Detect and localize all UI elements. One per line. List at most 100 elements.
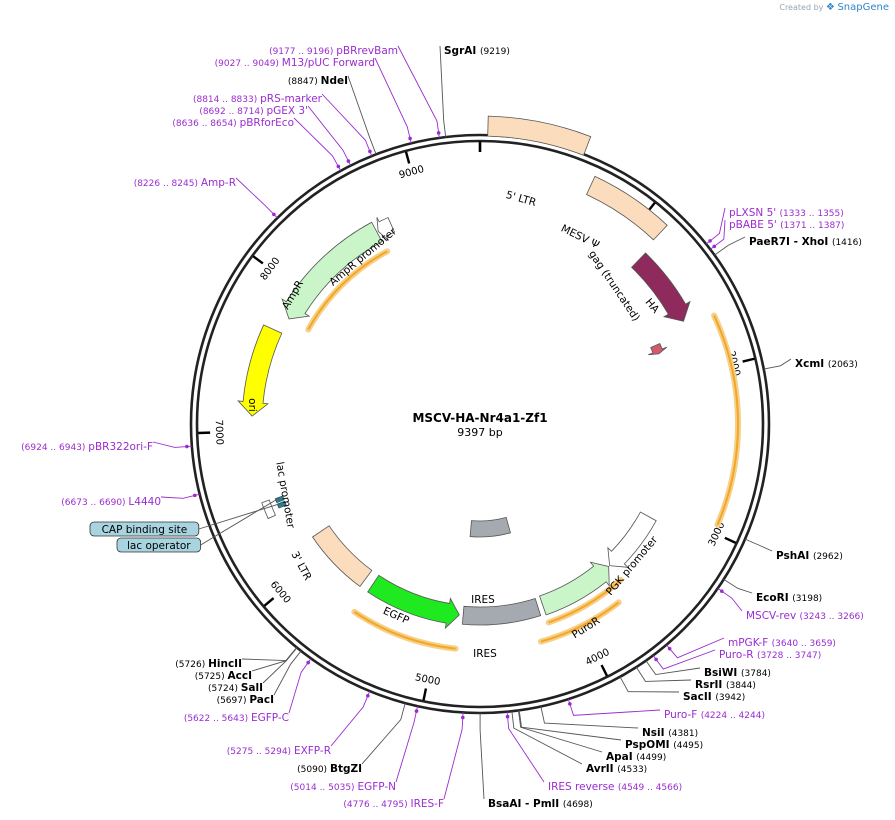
enzyme-label-sali[interactable]: (5724) SalI: [208, 682, 263, 694]
primer-name-puro-f: Puro-F: [664, 709, 701, 721]
primer-mark-mpgk-f: [667, 646, 672, 651]
enzyme-coord-hincii: (5726): [175, 660, 208, 670]
primer-leader-mpgk-f: [666, 637, 725, 659]
enzyme-name-pspomi: PspOMI: [625, 739, 673, 751]
primer-label-pbrforeco[interactable]: (8636 .. 8654) pBRforEco: [172, 117, 294, 129]
feature-ha-3[interactable]: [648, 343, 668, 356]
primer-mark-pgex-3: [346, 159, 351, 163]
feature-ampr-promoter-13[interactable]: [376, 217, 396, 241]
enzyme-label-bsiwi[interactable]: BsiWI (3784): [704, 667, 771, 679]
enzyme-leader-xcmi: [763, 358, 792, 370]
primer-label-egfp-c[interactable]: (5622 .. 5643) EGFP-C: [184, 712, 289, 724]
primer-leader-puro-f: [567, 699, 661, 716]
primer-name-amp-r: Amp-R: [201, 177, 236, 189]
primer-name-pbabe-5: pBABE 5': [729, 219, 780, 231]
enzyme-label-xcmi[interactable]: XcmI (2063): [795, 358, 858, 370]
primer-leader-ires-reverse: [506, 711, 545, 783]
primer-coord-mpgk-f: (3640 .. 3659): [772, 639, 836, 649]
primer-label-amp-r[interactable]: (8226 .. 8245) Amp-R: [134, 177, 236, 189]
primer-coord-mscv-rev: (3243 .. 3266): [800, 612, 864, 622]
feature-ires-8[interactable]: [469, 516, 511, 538]
lac-box-0[interactable]: [276, 500, 287, 509]
enzyme-leader-nsii: [540, 706, 639, 729]
primer-label-pgex-3[interactable]: (8692 .. 8714) pGEX 3': [199, 105, 308, 117]
enzyme-label-ecori[interactable]: EcoRI (3198): [756, 592, 822, 604]
enzyme-label-acci[interactable]: (5725) AccI: [195, 670, 252, 682]
enzyme-label-sacii[interactable]: SacII (3942): [683, 691, 745, 703]
primer-name-pbrrevbam: pBRrevBam: [336, 45, 398, 57]
feature-lac-promoter-10[interactable]: [261, 499, 276, 520]
primer-label-l4440[interactable]: (6673 .. 6690) L4440: [61, 496, 161, 508]
enzyme-coord-pspomi: (4495): [673, 741, 703, 751]
enzyme-label-btgzi[interactable]: (5090) BtgZI: [297, 763, 362, 775]
enzyme-label-apai[interactable]: ApaI (4499): [606, 751, 666, 763]
primer-label-pbr322ori-f[interactable]: (6924 .. 6943) pBR322ori-F: [21, 441, 153, 453]
primer-name-egfp-c: EGFP-C: [251, 712, 289, 724]
primer-label-mscv-rev[interactable]: MSCV-rev (3243 .. 3266): [746, 610, 864, 622]
orf-layer: [305, 248, 741, 652]
enzyme-leader-ecori: [723, 578, 753, 594]
enzyme-name-sacii: SacII: [683, 691, 715, 703]
enzyme-label-ndei[interactable]: (8847) NdeI: [288, 75, 348, 87]
primer-label-puro-f[interactable]: Puro-F (4224 .. 4244): [664, 709, 765, 721]
feature-label-gag-truncated-2: gag (truncated): [586, 248, 642, 323]
feature-ampr-12[interactable]: [281, 221, 383, 320]
feature-5-ltr-0[interactable]: [487, 115, 592, 156]
enzyme-label-pshai[interactable]: PshAI (2962): [776, 550, 843, 562]
feature-pgk-promoter-4[interactable]: [607, 511, 657, 568]
enzyme-label-paci[interactable]: (5697) PacI: [217, 694, 274, 706]
primer-mark-egfp-c: [306, 660, 310, 665]
enzyme-label-rsrii[interactable]: RsrII (3844): [695, 679, 756, 691]
enzyme-leader-paer7i-xhoi: [714, 236, 746, 256]
primer-label-prs-marker[interactable]: (8814 .. 8833) pRS-marker: [193, 93, 323, 105]
boxed-label-bg-lac-operator[interactable]: [116, 537, 201, 553]
feature-puror-5[interactable]: [539, 561, 610, 616]
feature-ori-11[interactable]: [237, 324, 283, 417]
enzyme-label-nsii[interactable]: NsiI (4381): [642, 727, 698, 739]
orf-line-1: [540, 601, 620, 643]
tick-8000: [252, 255, 264, 265]
primer-label-puro-r[interactable]: Puro-R (3728 .. 3747): [719, 649, 821, 661]
primer-coord-pbabe-5: (1371 .. 1387): [780, 221, 844, 231]
feature-label-lac-promoter-10: lac promoter: [273, 461, 297, 530]
enzyme-label-paer7i-xhoi[interactable]: PaeR7I - XhoI (1416): [749, 236, 862, 248]
enzyme-label-hincii[interactable]: (5726) HincII: [175, 658, 242, 670]
tick-label-7000: 7000: [213, 419, 225, 445]
enzyme-name-avrii: AvrII: [586, 763, 617, 775]
primer-coord-egfp-c: (5622 .. 5643): [184, 714, 251, 724]
enzyme-coord-xcmi: (2063): [828, 360, 858, 370]
lac-box-1[interactable]: [274, 495, 285, 504]
tick-6000: [263, 597, 275, 607]
primer-label-plxsn-5[interactable]: pLXSN 5' (1333 .. 1355): [729, 207, 844, 219]
enzyme-leader-btgzi: [361, 703, 406, 765]
primer-mark-plxsn-5: [708, 239, 712, 243]
feature-ires-6[interactable]: [461, 597, 542, 626]
feature-label-ori-11: ori: [246, 398, 258, 412]
enzyme-label-avrii[interactable]: AvrII (4533): [586, 763, 647, 775]
primer-label-ires-reverse[interactable]: IRES reverse (4549 .. 4566): [548, 781, 682, 793]
enzyme-label-pspomi[interactable]: PspOMI (4495): [625, 739, 703, 751]
primer-label-pbabe-5[interactable]: pBABE 5' (1371 .. 1387): [729, 219, 844, 231]
feature-egfp-7[interactable]: [367, 574, 460, 630]
primer-label-egfp-n[interactable]: (5014 .. 5035) EGFP-N: [290, 781, 396, 793]
enzyme-coord-rsrii: (3844): [726, 681, 756, 691]
primer-label-exfp-r[interactable]: (5275 .. 5294) EXFP-R: [227, 745, 331, 757]
primer-mark-puro-r: [654, 657, 658, 662]
primer-label-mpgk-f[interactable]: mPGK-F (3640 .. 3659): [728, 637, 836, 649]
boxed-label-cap-binding-site[interactable]: CAP binding site: [102, 524, 188, 536]
boxed-label-lac-operator[interactable]: lac operator: [127, 540, 191, 552]
enzyme-name-xcmi: XcmI: [795, 358, 828, 370]
feature-gag-truncated-2[interactable]: [631, 252, 691, 322]
primer-label-pbrrevbam[interactable]: (9177 .. 9196) pBRrevBam: [269, 45, 398, 57]
enzyme-coord-apai: (4499): [636, 753, 666, 763]
primer-label-ires-f[interactable]: (4776 .. 4795) IRES-F: [343, 798, 444, 810]
enzyme-label-bsaai-pmli[interactable]: BsaAI - PmlI (4698): [488, 798, 593, 810]
primer-mark-pbrforeco: [336, 164, 341, 169]
boxed-label-bg-cap-binding-site[interactable]: [89, 521, 200, 537]
enzyme-label-sgrai[interactable]: SgrAI (9219): [444, 45, 510, 57]
enzyme-name-hincii: HincII: [208, 658, 242, 670]
feature-layer: [237, 115, 691, 630]
primer-label-m13-puc-forward[interactable]: (9027 .. 9049) M13/pUC Forward: [215, 57, 375, 69]
feature-mesv-1[interactable]: [585, 175, 668, 241]
feature-3-ltr-9[interactable]: [311, 525, 373, 588]
